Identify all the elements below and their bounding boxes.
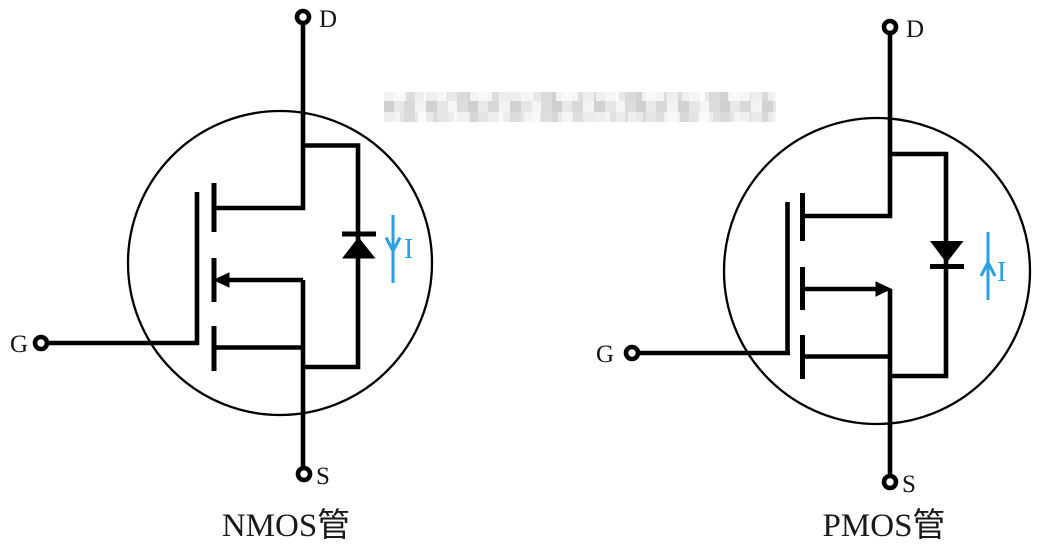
nmos-symbol: D G S I NMOS管 bbox=[10, 6, 434, 544]
nmos-source-label: S bbox=[316, 463, 330, 490]
nmos-drain-label: D bbox=[319, 6, 337, 33]
pmos-caption: PMOS管 bbox=[823, 507, 946, 544]
nmos-gate-terminal bbox=[32, 334, 50, 352]
pmos-source-terminal bbox=[881, 473, 899, 491]
pmos-drain-wire bbox=[803, 27, 893, 219]
pmos-current-arrowhead-up bbox=[979, 259, 997, 277]
pmos-gate-label: G bbox=[596, 341, 614, 368]
pmos-drain-terminal bbox=[881, 18, 899, 36]
nmos-current-arrowhead-down bbox=[384, 236, 402, 255]
nmos-diode-triangle bbox=[342, 237, 376, 259]
nmos-current-arrow bbox=[384, 215, 402, 283]
nmos-drain-wire bbox=[216, 17, 306, 211]
nmos-body-arrowhead bbox=[213, 272, 230, 288]
nmos-current-label: I bbox=[404, 234, 413, 265]
pmos-body-arrowhead bbox=[875, 281, 892, 297]
blurred-watermark bbox=[384, 92, 776, 122]
pmos-symbol: D G S I PMOS管 bbox=[596, 16, 1032, 544]
pmos-current-label: I bbox=[997, 257, 1006, 288]
nmos-drain-terminal bbox=[294, 8, 312, 26]
nmos-caption: NMOS管 bbox=[222, 507, 350, 544]
pmos-drain-label: D bbox=[906, 16, 924, 43]
nmos-package-circle bbox=[126, 109, 434, 417]
pmos-gate-terminal bbox=[623, 344, 641, 362]
nmos-source-terminal bbox=[295, 465, 313, 483]
pmos-diode-triangle bbox=[930, 241, 964, 263]
pmos-source-label: S bbox=[902, 471, 916, 498]
nmos-gate-label: G bbox=[10, 331, 28, 358]
pmos-current-arrow bbox=[979, 232, 997, 300]
pmos-package-circle bbox=[722, 116, 1032, 426]
